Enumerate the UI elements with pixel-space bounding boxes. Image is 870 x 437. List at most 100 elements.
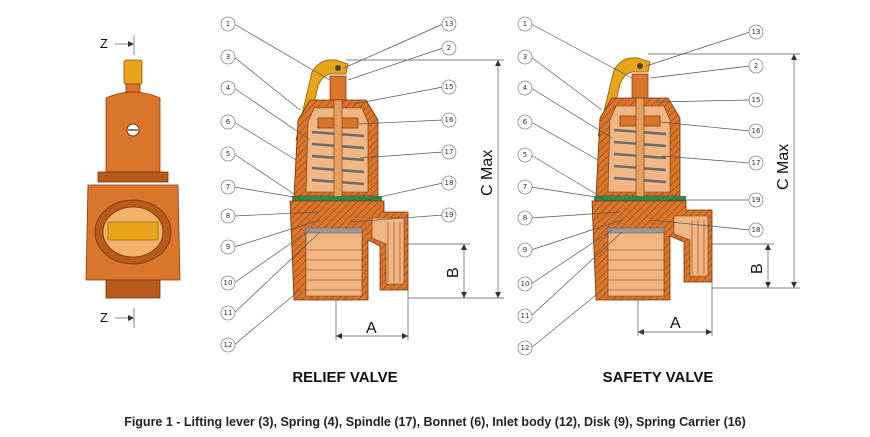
relief-callout-19-label: 19 xyxy=(445,211,454,219)
relief-callout-12-label: 12 xyxy=(224,341,233,349)
relief-outlet-thread xyxy=(387,222,401,282)
safety-gasket xyxy=(594,196,686,201)
relief-callout-9-label: 9 xyxy=(226,243,230,251)
relief-lever-pivot xyxy=(335,65,341,71)
side-collar xyxy=(97,171,169,183)
safety-callout-5-label: 5 xyxy=(523,151,527,159)
relief-leader-7 xyxy=(233,186,301,199)
relief-callout-8 xyxy=(220,208,236,224)
safety-inlet-thread xyxy=(608,249,664,291)
side-view: Z Z xyxy=(85,35,181,328)
relief-callout-2 xyxy=(441,40,457,56)
safety-callout-19 xyxy=(748,192,764,208)
relief-callout-17 xyxy=(441,144,457,160)
safety-dim-a-arrow-right xyxy=(706,329,712,335)
safety-callout-6-label: 6 xyxy=(523,118,528,126)
safety-callout-8-label: 8 xyxy=(523,214,527,222)
safety-callout-1 xyxy=(517,16,533,32)
side-outlet-disk xyxy=(107,221,159,241)
relief-leader-4 xyxy=(233,87,311,141)
relief-callout-13 xyxy=(441,16,457,32)
safety-callout-3-label: 3 xyxy=(523,53,527,61)
relief-dim-c-arrow-top xyxy=(495,60,501,66)
relief-valve-section: C Max B A 1 3 xyxy=(220,16,504,386)
relief-leader-1 xyxy=(233,23,331,81)
safety-callout-11 xyxy=(517,308,533,324)
relief-callout-10 xyxy=(220,275,236,291)
relief-callout-19 xyxy=(441,207,457,223)
safety-callout-3 xyxy=(517,49,533,65)
z-top-label: Z xyxy=(100,36,108,51)
z-top-arrowhead xyxy=(128,41,134,47)
safety-callout-7-label: 7 xyxy=(523,183,527,191)
safety-dim-a-arrow-left xyxy=(638,329,644,335)
safety-inlet-bore xyxy=(607,231,665,297)
safety-dim-b-label: B xyxy=(749,263,766,274)
safety-leader-18 xyxy=(649,219,751,231)
relief-leader-11 xyxy=(233,231,321,314)
relief-callouts-right: 13 2 15 16 17 18 19 xyxy=(343,16,457,223)
safety-callout-2-label: 2 xyxy=(754,62,758,70)
relief-cap xyxy=(329,75,347,101)
relief-seat xyxy=(305,227,363,234)
relief-leader-5 xyxy=(233,153,295,195)
relief-callout-3-label: 3 xyxy=(226,53,230,61)
relief-callout-5 xyxy=(220,146,236,162)
safety-callout-17-label: 17 xyxy=(752,159,761,167)
safety-callout-2 xyxy=(748,58,764,74)
relief-dim-b-arrow-top xyxy=(461,244,467,250)
relief-callout-16-label: 16 xyxy=(445,116,454,124)
relief-callout-15 xyxy=(441,79,457,95)
safety-lever-pivot xyxy=(637,63,643,69)
relief-leader-17 xyxy=(359,151,444,159)
relief-callout-2-label: 2 xyxy=(447,44,451,52)
relief-leader-10 xyxy=(233,229,311,284)
safety-callout-16 xyxy=(748,123,764,139)
safety-dim-c-label: C Max xyxy=(775,144,792,190)
safety-leader-16 xyxy=(659,121,751,132)
safety-callout-13 xyxy=(748,24,764,40)
safety-leader-12 xyxy=(530,289,603,349)
safety-leader-7 xyxy=(530,186,603,199)
safety-leader-6 xyxy=(530,121,599,161)
side-cap-neck xyxy=(125,83,141,93)
safety-callout-19-label: 19 xyxy=(752,196,761,204)
relief-callout-13-label: 13 xyxy=(445,20,454,28)
relief-callout-12 xyxy=(220,337,236,353)
relief-leader-19 xyxy=(349,214,444,223)
relief-leader-18 xyxy=(365,182,444,201)
safety-callout-18 xyxy=(748,222,764,238)
relief-leader-9 xyxy=(233,219,321,248)
relief-callout-4-label: 4 xyxy=(226,84,231,92)
relief-dim-a-label: A xyxy=(366,320,377,337)
relief-gasket xyxy=(292,196,382,201)
safety-dim-c-arrow-top xyxy=(791,54,797,60)
safety-valve-section: C Max B A 1 3 xyxy=(517,16,800,386)
relief-callout-6 xyxy=(220,114,236,130)
relief-callout-11 xyxy=(220,305,236,321)
safety-leader-9 xyxy=(530,219,623,251)
relief-leader-6 xyxy=(233,121,297,161)
safety-callout-11-label: 11 xyxy=(521,312,530,320)
figure-caption: Figure 1 - Lifting lever (3), Spring (4)… xyxy=(124,415,746,429)
relief-leader-8 xyxy=(233,211,319,217)
z-bottom-arrowhead xyxy=(128,315,134,321)
relief-callout-16 xyxy=(441,112,457,128)
relief-callout-9 xyxy=(220,239,236,255)
safety-callout-7 xyxy=(517,179,533,195)
relief-callout-7 xyxy=(220,179,236,195)
relief-leader-12 xyxy=(233,289,301,346)
relief-callout-10-label: 10 xyxy=(224,279,233,287)
relief-dim-c-label: C Max xyxy=(479,150,496,196)
relief-leader-16 xyxy=(357,119,444,125)
safety-callout-10 xyxy=(517,276,533,292)
safety-callout-9-label: 9 xyxy=(523,246,527,254)
safety-cap xyxy=(631,73,649,99)
relief-callout-1-label: 1 xyxy=(226,20,230,28)
safety-callout-18-label: 18 xyxy=(752,226,761,234)
z-bottom-label: Z xyxy=(100,310,108,325)
safety-leader-8 xyxy=(530,211,621,219)
relief-leader-15 xyxy=(353,86,444,105)
safety-leader-5 xyxy=(530,154,597,195)
safety-leader-2 xyxy=(649,65,751,79)
